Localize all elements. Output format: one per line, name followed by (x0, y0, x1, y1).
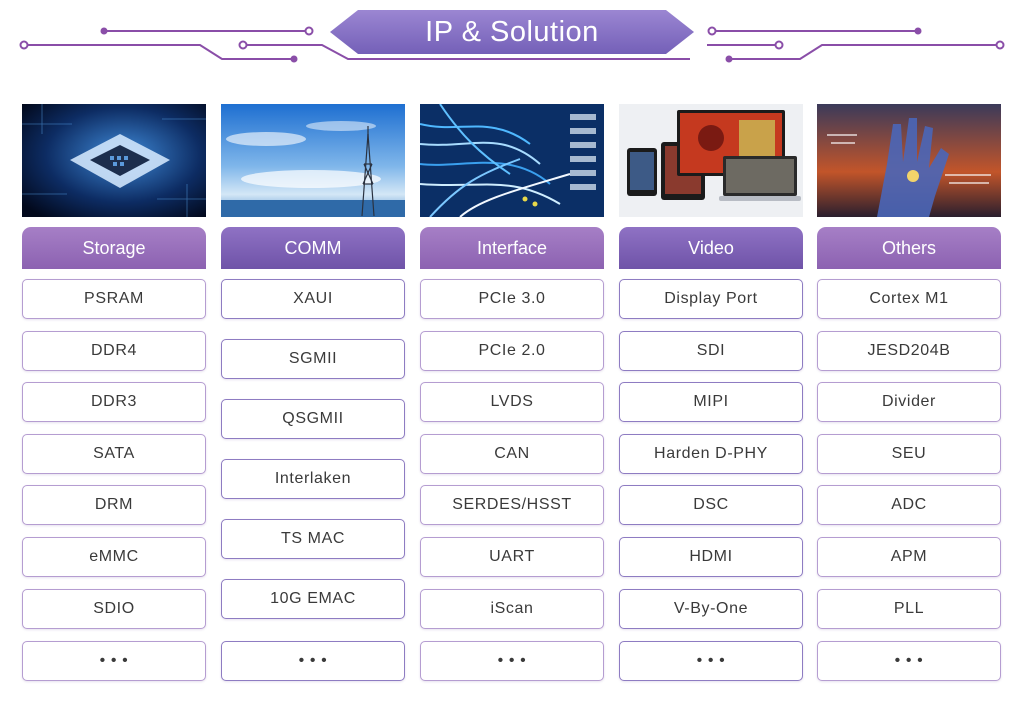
list-item[interactable]: MIPI (619, 382, 803, 422)
category-comm[interactable]: COMM (221, 227, 405, 269)
list-item[interactable]: CAN (420, 434, 604, 474)
others-list: Cortex M1 JESD204B Divider SEU ADC APM P… (817, 279, 1001, 689)
list-item[interactable]: SERDES/HSST (420, 485, 604, 525)
header: IP & Solution (0, 0, 1024, 80)
list-item[interactable]: PCIe 2.0 (420, 331, 604, 371)
more-item[interactable]: • • • (420, 641, 604, 681)
list-item[interactable]: SEU (817, 434, 1001, 474)
list-item[interactable]: XAUI (221, 279, 405, 319)
list-item[interactable]: Cortex M1 (817, 279, 1001, 319)
category-others[interactable]: Others (817, 227, 1001, 269)
robot-hand-photo (817, 104, 1001, 217)
list-item[interactable]: QSGMII (221, 399, 405, 439)
column-others: Others Cortex M1 JESD204B Divider SEU AD… (817, 104, 1001, 689)
list-item[interactable]: Harden D-PHY (619, 434, 803, 474)
column-video: Video Display Port SDI MIPI Harden D-PHY… (619, 104, 803, 689)
list-item[interactable]: JESD204B (817, 331, 1001, 371)
column-comm: COMM XAUI SGMII QSGMII Interlaken TS MAC… (221, 104, 405, 689)
comm-list: XAUI SGMII QSGMII Interlaken TS MAC 10G … (221, 279, 405, 689)
list-item[interactable]: 10G EMAC (221, 579, 405, 619)
list-item[interactable]: SDIO (22, 589, 206, 629)
storage-list: PSRAM DDR4 DDR3 SATA DRM eMMC SDIO • • • (22, 279, 206, 689)
list-item[interactable]: iScan (420, 589, 604, 629)
more-item[interactable]: • • • (817, 641, 1001, 681)
list-item[interactable]: Divider (817, 382, 1001, 422)
list-item[interactable]: DDR4 (22, 331, 206, 371)
list-item[interactable]: V-By-One (619, 589, 803, 629)
interface-list: PCIe 3.0 PCIe 2.0 LVDS CAN SERDES/HSST U… (420, 279, 604, 689)
devices-photo (619, 104, 803, 217)
list-item[interactable]: APM (817, 537, 1001, 577)
page-title: IP & Solution (425, 15, 599, 48)
list-item[interactable]: SATA (22, 434, 206, 474)
list-item[interactable]: PCIe 3.0 (420, 279, 604, 319)
list-item[interactable]: UART (420, 537, 604, 577)
list-item[interactable]: ADC (817, 485, 1001, 525)
column-storage: Storage PSRAM DDR4 DDR3 SATA DRM eMMC SD… (22, 104, 206, 689)
circuit-decoration (19, 10, 1005, 63)
category-storage[interactable]: Storage (22, 227, 206, 269)
tower-photo (221, 104, 405, 217)
list-item[interactable]: SGMII (221, 339, 405, 379)
title-banner (330, 10, 694, 54)
list-item[interactable]: DRM (22, 485, 206, 525)
chip-photo (22, 104, 206, 217)
list-item[interactable]: Interlaken (221, 459, 405, 499)
list-item[interactable]: eMMC (22, 537, 206, 577)
list-item[interactable]: TS MAC (221, 519, 405, 559)
column-interface: Interface PCIe 3.0 PCIe 2.0 LVDS CAN SER… (420, 104, 604, 689)
list-item[interactable]: SDI (619, 331, 803, 371)
more-item[interactable]: • • • (619, 641, 803, 681)
list-item[interactable]: HDMI (619, 537, 803, 577)
more-item[interactable]: • • • (22, 641, 206, 681)
video-list: Display Port SDI MIPI Harden D-PHY DSC H… (619, 279, 803, 689)
list-item[interactable]: LVDS (420, 382, 604, 422)
category-video[interactable]: Video (619, 227, 803, 269)
list-item[interactable]: DSC (619, 485, 803, 525)
cables-photo (420, 104, 604, 217)
list-item[interactable]: DDR3 (22, 382, 206, 422)
list-item[interactable]: PSRAM (22, 279, 206, 319)
list-item[interactable]: Display Port (619, 279, 803, 319)
more-item[interactable]: • • • (221, 641, 405, 681)
list-item[interactable]: PLL (817, 589, 1001, 629)
category-interface[interactable]: Interface (420, 227, 604, 269)
